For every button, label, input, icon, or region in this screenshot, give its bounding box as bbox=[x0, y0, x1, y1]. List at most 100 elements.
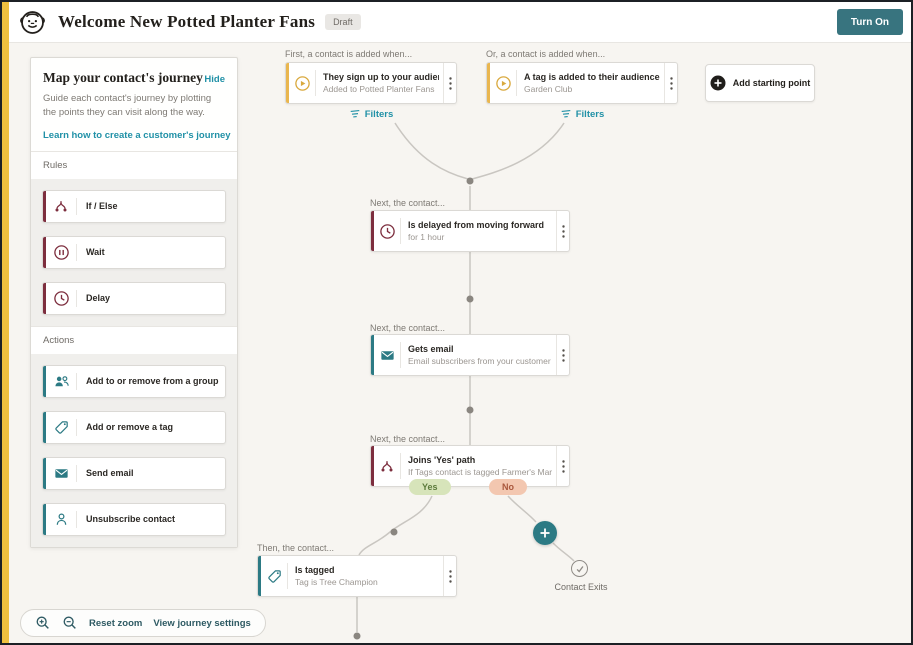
sidebar-title: Map your contact's journey bbox=[43, 70, 203, 85]
plus-icon bbox=[540, 528, 550, 538]
add-starting-point-button[interactable]: Add starting point bbox=[705, 64, 815, 102]
yes-branch-badge: Yes bbox=[409, 479, 451, 495]
brand-edge-strip bbox=[2, 2, 9, 643]
kebab-menu-icon[interactable] bbox=[443, 556, 456, 596]
actions-section-label: Actions bbox=[31, 325, 237, 354]
kebab-menu-icon[interactable] bbox=[556, 446, 569, 486]
palette-item-label: Wait bbox=[86, 247, 105, 257]
group-icon bbox=[46, 366, 76, 397]
page-title: Welcome New Potted Planter Fans bbox=[58, 12, 316, 31]
divider bbox=[76, 372, 77, 390]
plus-circle-icon bbox=[710, 75, 726, 91]
clock-icon bbox=[46, 283, 76, 314]
starting-point-label: Or, a contact is added when... bbox=[486, 49, 606, 59]
filters-button[interactable]: Filters bbox=[560, 108, 604, 120]
journey-node-if-else[interactable]: Joins 'Yes' path If Tags contact is tagg… bbox=[370, 445, 570, 487]
mailchimp-logo-icon[interactable] bbox=[19, 9, 46, 36]
accent-bar bbox=[43, 457, 46, 489]
node-subtitle: Email subscribers from your customer j..… bbox=[408, 356, 552, 366]
divider bbox=[76, 289, 77, 307]
play-icon bbox=[289, 63, 315, 103]
node-title: Is tagged bbox=[295, 565, 335, 575]
turn-on-button[interactable]: Turn On bbox=[836, 9, 903, 35]
accent-bar bbox=[487, 63, 490, 103]
zoom-out-icon[interactable] bbox=[62, 615, 78, 631]
person-icon bbox=[46, 504, 76, 535]
divider bbox=[516, 70, 517, 96]
kebab-menu-icon[interactable] bbox=[556, 211, 569, 251]
node-label: Then, the contact... bbox=[257, 543, 335, 553]
branch-icon bbox=[374, 446, 400, 486]
palette-item-label: Add or remove a tag bbox=[86, 422, 174, 432]
palette-item-if-else[interactable]: If / Else bbox=[42, 189, 226, 223]
divider bbox=[287, 563, 288, 589]
divider bbox=[400, 453, 401, 479]
journey-node-delay[interactable]: Is delayed from moving forward for 1 hou… bbox=[370, 210, 570, 252]
journey-node-email[interactable]: Gets email Email subscribers from your c… bbox=[370, 334, 570, 376]
starting-point-card[interactable]: A tag is added to their audience data Ga… bbox=[486, 62, 678, 104]
divider bbox=[76, 510, 77, 528]
accent-bar bbox=[286, 63, 289, 103]
accent-bar bbox=[43, 365, 46, 397]
palette-item-delay[interactable]: Delay bbox=[42, 281, 226, 315]
accent-bar bbox=[43, 503, 46, 535]
node-subtitle: Garden Club bbox=[524, 84, 573, 94]
accent-bar bbox=[371, 335, 374, 375]
kebab-menu-icon[interactable] bbox=[556, 335, 569, 375]
starting-point-label: First, a contact is added when... bbox=[285, 49, 413, 59]
divider bbox=[315, 70, 316, 96]
rules-zone: If / Else Wait bbox=[31, 178, 237, 326]
palette-item-tag[interactable]: Add or remove a tag bbox=[42, 410, 226, 444]
starting-point-card[interactable]: They sign up to your audience Added to P… bbox=[285, 62, 457, 104]
kebab-menu-icon[interactable] bbox=[443, 63, 456, 103]
contact-exits-label: Contact Exits bbox=[554, 582, 608, 592]
learn-link[interactable]: Learn how to create a customer's journey bbox=[43, 129, 231, 141]
add-step-button[interactable] bbox=[533, 521, 557, 545]
filter-icon bbox=[561, 109, 571, 118]
divider bbox=[76, 418, 77, 436]
palette-item-label: Delay bbox=[86, 293, 111, 303]
view-journey-settings-button[interactable]: View journey settings bbox=[153, 617, 251, 629]
palette-item-send-email[interactable]: Send email bbox=[42, 456, 226, 490]
filter-icon bbox=[350, 109, 360, 118]
palette-item-unsubscribe[interactable]: Unsubscribe contact bbox=[42, 502, 226, 536]
play-icon bbox=[490, 63, 516, 103]
journey-node-tag[interactable]: Is tagged Tag is Tree Champion bbox=[257, 555, 457, 597]
tag-icon bbox=[261, 556, 287, 596]
envelope-icon bbox=[46, 458, 76, 489]
tag-icon bbox=[46, 412, 76, 443]
node-label: Next, the contact... bbox=[370, 434, 446, 444]
palette-sidebar: Map your contact's journey Hide Guide ea… bbox=[30, 57, 238, 548]
filters-link-wrap: Filters bbox=[285, 108, 457, 120]
envelope-icon bbox=[374, 335, 400, 375]
node-subtitle: for 1 hour bbox=[408, 232, 445, 242]
zoom-in-icon[interactable] bbox=[35, 615, 51, 631]
kebab-menu-icon[interactable] bbox=[664, 63, 677, 103]
palette-item-label: If / Else bbox=[86, 201, 118, 211]
divider bbox=[76, 243, 77, 261]
filters-link-wrap: Filters bbox=[486, 108, 678, 120]
filters-button[interactable]: Filters bbox=[349, 108, 393, 120]
clock-icon bbox=[374, 211, 400, 251]
node-subtitle: Added to Potted Planter Fans bbox=[323, 84, 435, 94]
hide-sidebar-link[interactable]: Hide bbox=[204, 74, 225, 85]
node-title: Gets email bbox=[408, 344, 454, 354]
divider bbox=[76, 197, 77, 215]
divider bbox=[76, 464, 77, 482]
reset-zoom-button[interactable]: Reset zoom bbox=[89, 617, 143, 629]
accent-bar bbox=[371, 211, 374, 251]
node-subtitle: If Tags contact is tagged Farmer's Marke… bbox=[408, 467, 552, 477]
palette-item-label: Send email bbox=[86, 468, 134, 478]
palette-item-wait[interactable]: Wait bbox=[42, 235, 226, 269]
header: Welcome New Potted Planter Fans Draft Tu… bbox=[9, 2, 911, 43]
node-title: They sign up to your audience bbox=[323, 72, 439, 82]
palette-item-label: Unsubscribe contact bbox=[86, 514, 176, 524]
palette-item-label: Add to or remove from a group bbox=[86, 376, 219, 386]
no-branch-badge: No bbox=[489, 479, 527, 495]
palette-item-group[interactable]: Add to or remove from a group bbox=[42, 364, 226, 398]
node-title: Is delayed from moving forward bbox=[408, 220, 545, 230]
canvas-controls: Reset zoom View journey settings bbox=[20, 609, 266, 637]
accent-bar bbox=[43, 236, 46, 268]
divider bbox=[400, 342, 401, 368]
